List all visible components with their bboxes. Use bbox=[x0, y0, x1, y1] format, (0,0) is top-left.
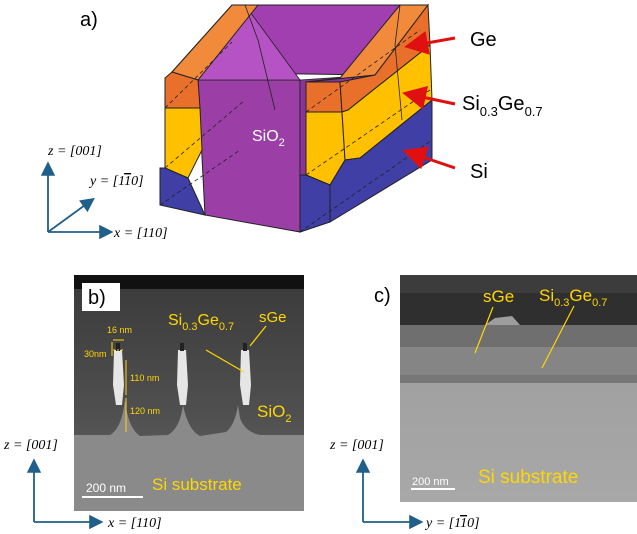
panel-c: c) sGe Si0.3Ge0.7 Si substrate 200 nm z … bbox=[329, 275, 637, 531]
panel-c-sige-label: Si0.3Ge0.7 bbox=[539, 286, 607, 309]
panel-b-sge-pointer bbox=[249, 325, 267, 347]
panel-c-label-bg bbox=[372, 281, 400, 309]
axis-b-x-label: x = [110] bbox=[107, 516, 162, 531]
tem-c-sige-layer bbox=[400, 347, 637, 375]
panel-b-sio2-label: SiO2 bbox=[257, 402, 291, 425]
panel-c-scalebar-label: 200 nm bbox=[412, 476, 449, 488]
axis-a-z-label: z = [001] bbox=[47, 144, 102, 159]
axis-a-y bbox=[47, 197, 95, 233]
fin-mid bbox=[177, 350, 188, 405]
sige-label: Si0.3Ge0.7 bbox=[462, 93, 543, 119]
panel-b-sge-label: sGe bbox=[259, 309, 287, 326]
si-arrow bbox=[402, 146, 456, 170]
dim-top-width: 16 nm bbox=[107, 325, 132, 335]
panel-c-substrate-label: Si substrate bbox=[478, 467, 578, 488]
panel-b-label-bg bbox=[82, 283, 120, 311]
tem-c-top-band bbox=[400, 275, 637, 293]
panel-b-label: b) bbox=[88, 287, 106, 309]
fin-right-tip bbox=[243, 343, 247, 351]
panel-b-sige-label: Si0.3Ge0.7 bbox=[168, 312, 234, 333]
panel-b: b) 16 nm 30nm 110 nm 120 nm Si0.3Ge0.7 s… bbox=[3, 275, 304, 531]
sige-arrow bbox=[402, 86, 456, 110]
sio2-front-face bbox=[197, 79, 301, 233]
panel-b-scalebar-label: 200 nm bbox=[86, 481, 126, 495]
panel-c-sge-pointer bbox=[474, 306, 494, 354]
panel-b-sige-pointer bbox=[205, 349, 245, 373]
inner-edges bbox=[244, 4, 403, 121]
ge-label: Ge bbox=[470, 29, 497, 51]
left-fin-ge-front bbox=[164, 71, 201, 109]
sio2-label: SiO2 bbox=[252, 128, 285, 149]
axis-c-z-label: z = [001] bbox=[329, 438, 384, 453]
tem-b-fins bbox=[113, 343, 251, 405]
tem-c-dark-cap bbox=[400, 293, 637, 325]
dimension-marks bbox=[111, 339, 127, 432]
axis-b-z-label: z = [001] bbox=[3, 438, 58, 453]
panel-c-label: c) bbox=[374, 285, 391, 307]
tem-c-sge-layer bbox=[400, 325, 637, 347]
si-label: Si bbox=[470, 161, 488, 183]
dim-bottom: 120 nm bbox=[130, 406, 160, 416]
fin-left-tip bbox=[116, 343, 120, 351]
right-fin-ge-front bbox=[305, 81, 343, 113]
dim-tip: 30nm bbox=[84, 349, 107, 359]
panel-c-sge-label: sGe bbox=[483, 287, 514, 306]
tem-b-top-band bbox=[74, 275, 304, 289]
axis-a-y-label: y = [110] bbox=[88, 174, 144, 189]
tem-c-interface bbox=[400, 375, 637, 383]
axis-a-x-label: x = [110] bbox=[113, 226, 168, 241]
left-fin-sige bbox=[164, 107, 203, 179]
panel-b-substrate-label: Si substrate bbox=[152, 475, 242, 494]
tem-b-substrate bbox=[74, 400, 304, 511]
fin-right bbox=[240, 350, 251, 405]
dim-middle: 110 nm bbox=[130, 373, 159, 383]
left-fin-si bbox=[159, 167, 206, 216]
fin-mid-tip bbox=[180, 343, 184, 351]
fin-left bbox=[113, 350, 124, 405]
axis-c-y-label: y = [110] bbox=[424, 516, 480, 531]
ge-arrow bbox=[404, 31, 456, 55]
panel-a: a) SiO2 Ge Si0.3Ge0.7 Si z = [001] y = [… bbox=[40, 3, 543, 241]
panel-c-sige-pointer bbox=[541, 305, 575, 369]
panel-a-label: a) bbox=[80, 9, 98, 31]
right-fin-si-front bbox=[299, 174, 331, 233]
